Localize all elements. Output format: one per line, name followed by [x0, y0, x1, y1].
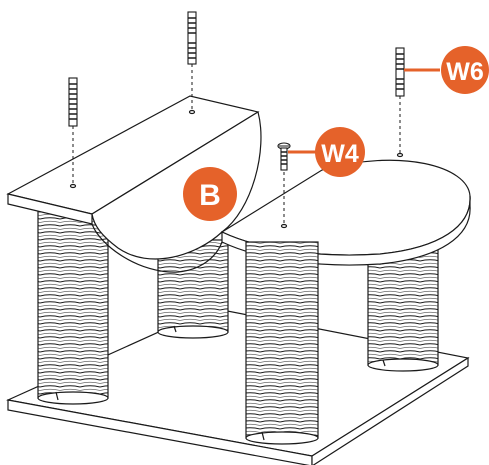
- callout-bolt-w4-label: W4: [321, 140, 359, 168]
- callout-part-b: B: [183, 167, 237, 221]
- screw-w4: [277, 142, 291, 171]
- callout-part-b-circle: [183, 167, 237, 221]
- bolt-holes: [69, 109, 404, 229]
- bolt-w6-left: [68, 77, 78, 127]
- bolt-w6-right: [395, 47, 405, 97]
- base-plate: [6, 307, 470, 465]
- callout-bolt-w6-circle: [441, 46, 489, 94]
- callout-bolt-w4: W4: [315, 127, 365, 177]
- callout-bolt-w6: W6: [441, 46, 489, 94]
- callout-bolt-w4-circle: [315, 127, 365, 177]
- bolt-w6-center: [187, 11, 197, 65]
- spring-front-right: [245, 241, 319, 445]
- guide-lines: [72, 64, 401, 224]
- callout-bolt-w6-label: W6: [446, 58, 484, 86]
- callout-leaders: [288, 68, 440, 154]
- spring-front-left: [37, 201, 109, 405]
- callout-part-b-label: B: [199, 179, 221, 212]
- cradle-b: [6, 95, 471, 273]
